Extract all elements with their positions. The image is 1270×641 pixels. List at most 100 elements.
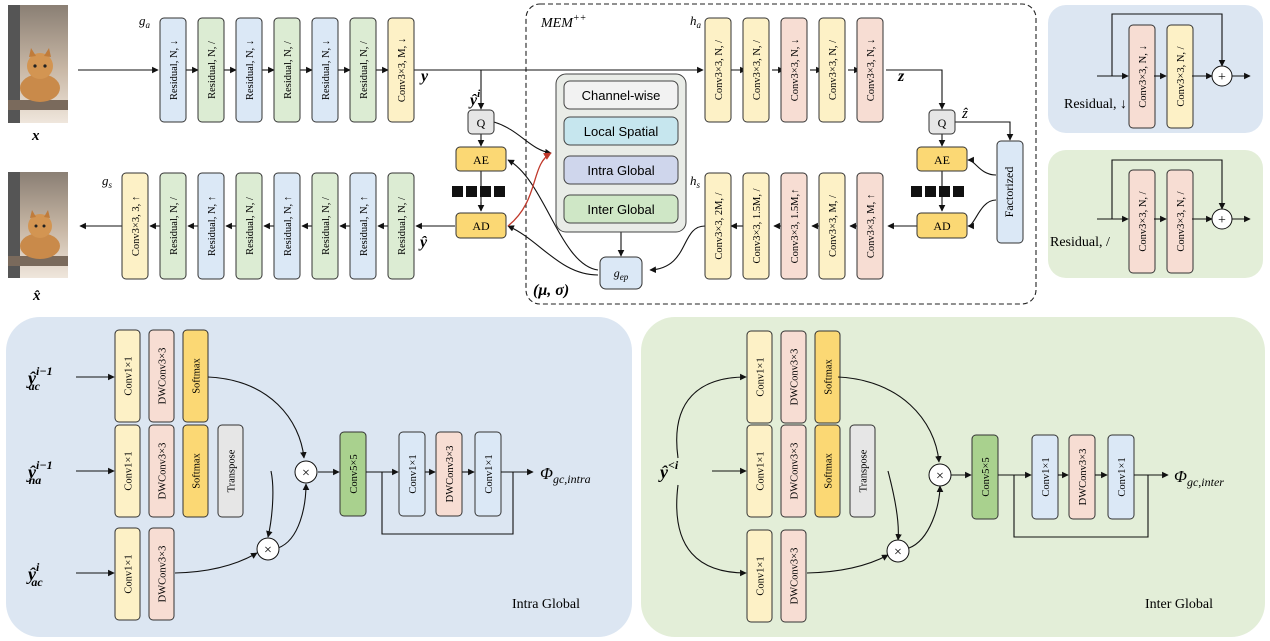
intra-row3-block-1: DWConv3×3 (148, 527, 175, 621)
residual-same-block-1: Conv3×3, N, / (1166, 169, 1194, 274)
hs-block-0: Conv3×3, 2M, / (704, 172, 732, 280)
context-arrow (507, 152, 552, 227)
z-label: z (897, 68, 905, 85)
g-ep-block: gep (599, 256, 643, 290)
inter-row1-block-1: DWConv3×3 (780, 330, 807, 424)
yhat-label: ŷ (418, 234, 428, 251)
svg-text:Conv1×1: Conv1×1 (408, 454, 419, 493)
gs-block-1: Residual, N, / (159, 172, 187, 280)
inter-row1-block-0: Conv1×1 (746, 330, 773, 424)
mem-intra-global: Intra Global (563, 155, 679, 185)
inter-row2-block-2: Softmax (814, 424, 841, 518)
arithmetic-decoder-left: AD (455, 212, 507, 239)
svg-text:×: × (302, 466, 310, 481)
mu-sigma-label: (μ, σ) (533, 282, 569, 299)
reconstructed-image (8, 172, 68, 278)
svg-text:Conv3×3, 2M, /: Conv3×3, 2M, / (714, 192, 725, 259)
svg-text:×: × (264, 543, 272, 558)
residual-down-block-0: Conv3×3, N, ↓ (1128, 24, 1156, 129)
svg-text:×: × (894, 545, 902, 560)
svg-text:Residual, N, /: Residual, N, / (169, 197, 180, 255)
inter-row2-block-0: Conv1×1 (746, 424, 773, 518)
ga-block-0: Residual, N, ↓ (159, 17, 187, 123)
residual-down-label: Residual, ↓ (1064, 97, 1127, 112)
intra-row1-block-2: Softmax (182, 329, 209, 423)
svg-text:Residual, N, /: Residual, N, / (283, 41, 294, 99)
svg-text:Inter Global: Inter Global (587, 202, 654, 217)
residual-same-block-0: Conv3×3, N, / (1128, 169, 1156, 274)
svg-text:Conv3×3, M, /: Conv3×3, M, / (828, 195, 839, 257)
svg-text:Conv3×3, N, ↓: Conv3×3, N, ↓ (1138, 45, 1149, 108)
svg-text:Residual, N, /: Residual, N, / (321, 197, 332, 255)
svg-text:Residual, N, ↑: Residual, N, ↑ (359, 196, 370, 256)
residual-same-label: Residual, / (1050, 235, 1110, 250)
svg-text:DWConv3×3: DWConv3×3 (790, 443, 801, 500)
intra-row1-block-0: Conv1×1 (114, 329, 141, 423)
svg-text:Conv3×3, N, /: Conv3×3, N, / (714, 40, 725, 100)
svg-text:DWConv3×3: DWConv3×3 (158, 443, 169, 500)
hs-block-4: Conv3×3, M, ↑ (856, 172, 884, 280)
y-label: y (419, 68, 429, 85)
svg-text:gep: gep (614, 266, 629, 282)
hs-block-2: Conv3×3, 1.5M,↑ (780, 172, 808, 280)
ga-block-6: Conv3×3, M, ↓ (387, 17, 415, 123)
svg-text:Residual, N, /: Residual, N, / (207, 41, 218, 99)
svg-text:Residual, N, /: Residual, N, / (359, 41, 370, 99)
svg-text:DWConv3×3: DWConv3×3 (158, 348, 169, 405)
intra-row3-block-0: Conv1×1 (114, 527, 141, 621)
svg-text:Residual, N, ↓: Residual, N, ↓ (321, 40, 332, 100)
svg-text:DWConv3×3: DWConv3×3 (445, 446, 456, 503)
svg-text:AE: AE (473, 153, 489, 167)
svg-text:Q: Q (938, 116, 947, 130)
ha-block-1: Conv3×3, N, / (742, 17, 770, 123)
svg-text:Conv3×3, N, /: Conv3×3, N, / (1138, 191, 1149, 251)
svg-text:Conv1×1: Conv1×1 (756, 451, 767, 490)
inter-mult-1: × (928, 463, 952, 487)
svg-text:Residual, N, ↑: Residual, N, ↑ (207, 196, 218, 256)
arithmetic-decoder-right: AD (916, 212, 968, 239)
factorized-block: Factorized (996, 140, 1024, 244)
intra-row2-block-2: Softmax (182, 424, 209, 518)
yhat-i-label: ŷi (468, 88, 481, 109)
svg-text:Conv1×1: Conv1×1 (484, 454, 495, 493)
svg-text:Conv3×3, N, /: Conv3×3, N, / (828, 40, 839, 100)
svg-text:Conv3×3, 1.5M,↑: Conv3×3, 1.5M,↑ (790, 189, 801, 264)
inter-row1-block-2: Softmax (814, 330, 841, 424)
residual-same-plus: + (1211, 208, 1233, 230)
svg-text:Factorized: Factorized (1002, 167, 1016, 218)
svg-text:Local Spatial: Local Spatial (584, 124, 659, 139)
svg-text:Residual, N, ↑: Residual, N, ↑ (283, 196, 294, 256)
inter-mult-2: × (886, 539, 910, 563)
inter-tail-dwconv: DWConv3×3 (1068, 434, 1096, 520)
gs-block-3: Residual, N, / (235, 172, 263, 280)
svg-text:Intra Global: Intra Global (587, 163, 654, 178)
svg-text:×: × (936, 469, 944, 484)
intra-row2-block-0: Conv1×1 (114, 424, 141, 518)
mem-local-spatial: Local Spatial (563, 116, 679, 146)
residual-down-block-1: Conv3×3, N, / (1166, 24, 1194, 129)
svg-text:Softmax: Softmax (192, 357, 203, 393)
mem-dashed-box (525, 3, 1037, 305)
inter-row2-block-3: Transpose (849, 424, 876, 518)
svg-text:AD: AD (472, 219, 490, 233)
svg-text:Conv3×3, N, /: Conv3×3, N, / (1176, 191, 1187, 251)
svg-text:Residual, N, /: Residual, N, / (245, 197, 256, 255)
intra-global-title: Intra Global (512, 597, 580, 612)
intra-tail-conv1b: Conv1×1 (474, 431, 502, 517)
svg-text:Conv3×3, 3, ↑: Conv3×3, 3, ↑ (131, 196, 142, 256)
xhat-label: x̂ (32, 288, 41, 304)
svg-text:Channel-wise: Channel-wise (582, 88, 661, 103)
gs-block-2: Residual, N, ↑ (197, 172, 225, 280)
bitstream-right (911, 186, 964, 197)
hs-block-1: Conv3×3, 1.5M, / (742, 172, 770, 280)
svg-text:Conv1×1: Conv1×1 (1117, 457, 1128, 496)
quantizer-right: Q (928, 109, 956, 135)
svg-text:Conv1×1: Conv1×1 (1041, 457, 1052, 496)
ga-block-4: Residual, N, ↓ (311, 17, 339, 123)
gs-block-5: Residual, N, / (311, 172, 339, 280)
x-label: x (31, 128, 40, 144)
input-image (8, 5, 68, 123)
mem-title: MEM++ (540, 13, 586, 31)
svg-text:Conv3×3, N, /: Conv3×3, N, / (1176, 46, 1187, 106)
